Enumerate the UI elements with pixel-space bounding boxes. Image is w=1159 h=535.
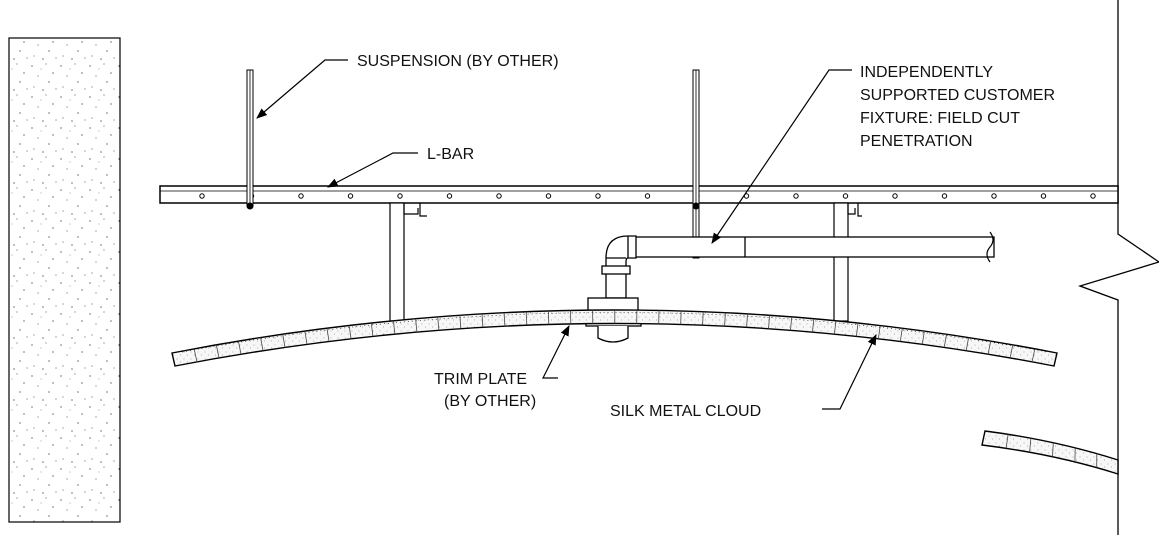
bar-hole: [1090, 193, 1096, 199]
bar-hole: [199, 193, 205, 199]
hanger-bracket-right: [833, 202, 862, 322]
bar-hole: [347, 193, 354, 199]
bar-hole: [595, 193, 601, 199]
bar-hole: [496, 193, 502, 199]
bar-hole: [1040, 193, 1047, 199]
bar-hole: [793, 193, 799, 199]
silk-metal-cloud-fragment: [981, 430, 1119, 475]
bar-hole: [842, 193, 849, 199]
label-fixture-line-2: SUPPORTED CUSTOMER: [860, 87, 1055, 104]
pipe-break-icon: [986, 231, 994, 263]
leader-suspension: [256, 59, 348, 119]
label-fixture-line-3: FIXTURE: FIELD CUT: [860, 110, 1020, 127]
suspension-wire-right: [692, 69, 700, 259]
hanger-bracket-left: [389, 202, 427, 322]
label-trim-plate-line-2: (BY OTHER): [444, 393, 536, 410]
bar-hole: [892, 193, 898, 199]
label-suspension: SUSPENSION (BY OTHER): [357, 53, 559, 70]
suspension-wire-left: [246, 69, 254, 210]
label-fixture-line-1: INDEPENDENTLY: [860, 64, 993, 81]
label-fixture-line-4: PENETRATION: [860, 133, 973, 150]
leader-fixture: [711, 69, 852, 244]
leader-trim-plate: [542, 325, 570, 379]
leader-cloud: [822, 334, 877, 410]
concrete-wall: [8, 37, 121, 523]
label-cloud: SILK METAL CLOUD: [610, 403, 761, 420]
l-bar: [159, 185, 1119, 204]
bar-hole: [991, 193, 997, 199]
bar-hole: [941, 193, 948, 199]
silk-metal-cloud: [171, 309, 1058, 367]
bar-hole: [644, 193, 651, 199]
bar-hole: [545, 193, 552, 199]
label-trim-plate-line-1: TRIM PLATE: [434, 371, 527, 388]
leader-lbar: [327, 152, 418, 188]
bar-hole: [298, 193, 304, 199]
bar-hole: [397, 193, 403, 199]
label-lbar: L-BAR: [427, 146, 474, 163]
bar-hole: [446, 193, 453, 199]
